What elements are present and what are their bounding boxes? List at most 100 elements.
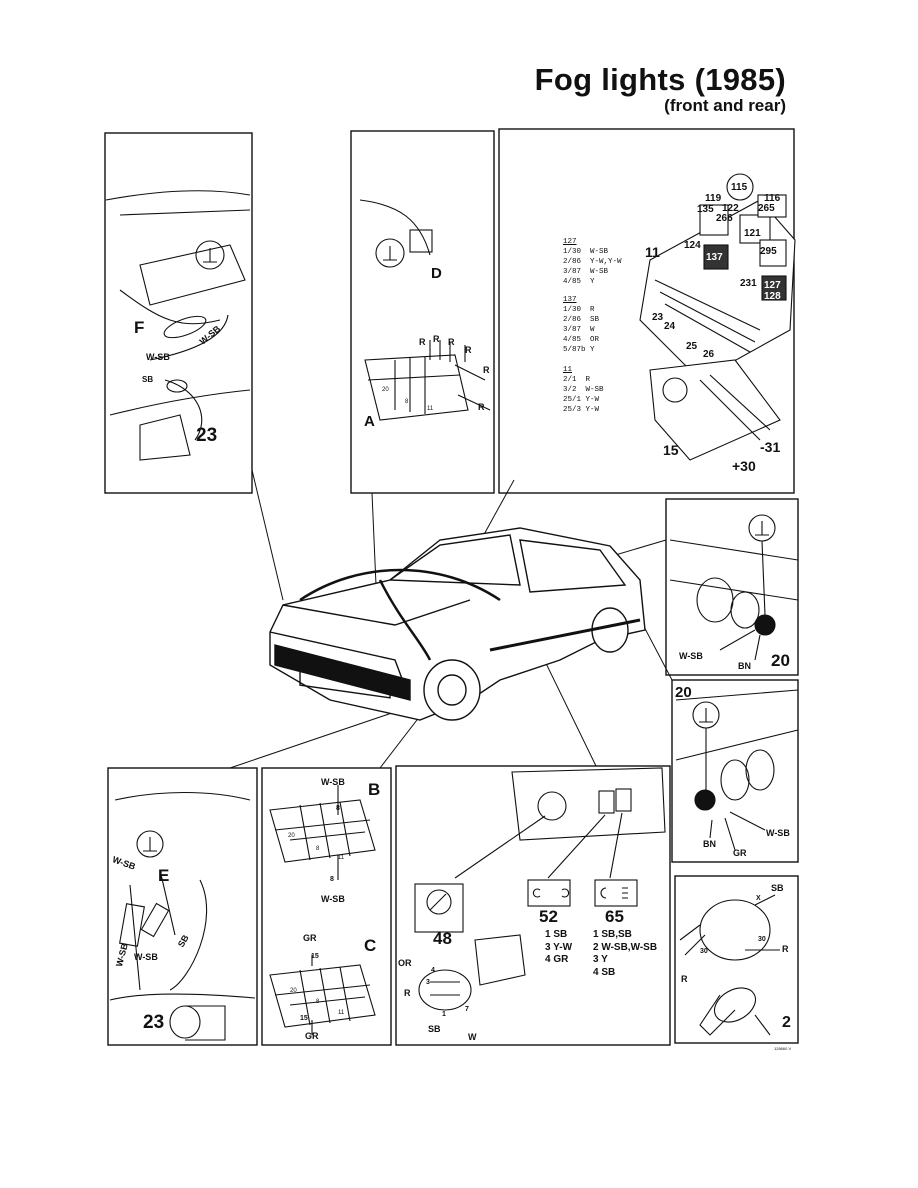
panel-right-lower — [671, 679, 799, 863]
wire-gr-c-bottom: GR — [305, 1031, 319, 1041]
num-128: 128 — [764, 291, 781, 302]
num-231: 231 — [740, 278, 757, 289]
relay-137-line: 3/87 W — [563, 326, 595, 334]
relay-127-line: 2/86 Y-W,Y-W — [563, 258, 622, 266]
part-23-bottom: 23 — [143, 1012, 165, 1033]
fuse-relay-box-sketch — [639, 173, 796, 461]
pin-15-c-bottom: 15 — [300, 1015, 308, 1022]
fog-lamp-connectors-sketch — [109, 791, 256, 1041]
num-122: 122 — [722, 203, 739, 214]
panel-bottom-right — [674, 875, 799, 1044]
fuse-11-pins: 11 2/1 R 3/2 W-SB 25/1 Y-W 25/3 Y-W — [563, 365, 604, 415]
panel-bottom-left — [107, 767, 258, 1046]
num-124: 124 — [684, 240, 701, 251]
num-25: 25 — [686, 341, 698, 352]
num-26: 26 — [703, 349, 715, 360]
panel-top-mid — [350, 130, 495, 494]
panel-top-right — [498, 128, 795, 494]
relay-137-line: 4/85 OR — [563, 336, 600, 344]
switch-52-pin: 1 SB — [545, 929, 568, 940]
callout-d: D — [431, 265, 442, 282]
callout-f: F — [134, 318, 145, 337]
num-11: 11 — [645, 244, 660, 260]
front-fog-wiring-sketch — [105, 190, 251, 461]
relay-137-id: 137 — [563, 296, 577, 304]
wire-sb-ign: SB — [771, 883, 784, 893]
wire-w-48: W — [468, 1032, 477, 1042]
pin-20-a: 20 — [382, 387, 389, 393]
ignition-switch-sketch — [679, 894, 780, 1036]
relay-137-line: 1/30 R — [563, 306, 595, 314]
wire-wsb-b-bottom: W-SB — [321, 894, 345, 904]
relay-127-line: 1/30 W-SB — [563, 248, 609, 256]
rear-fog-lamp-sketch — [669, 514, 799, 661]
page-title: Fog lights (1985) — [534, 62, 786, 97]
switch-48-number: 48 — [433, 929, 452, 948]
relay-plug-sketch — [359, 199, 491, 421]
wire-r-2: R — [433, 334, 440, 344]
pin-20-c: 20 — [290, 988, 297, 994]
relay-127-id: 127 — [563, 238, 577, 246]
switch-52-pins: 1 SB 3 Y-W 4 GR — [545, 929, 572, 967]
panel-bottom-mid — [395, 765, 671, 1046]
fuse-11-line: 2/1 R — [563, 376, 591, 384]
wire-r-6: R — [478, 402, 485, 412]
fuse-11-line: 25/3 Y-W — [563, 406, 600, 414]
pin-11-c: 11 — [338, 1010, 345, 1016]
pin-7-48: 7 — [465, 1006, 469, 1013]
switch-65-pins: 1 SB,SB 2 W-SB,W-SB 3 Y 4 SB — [593, 929, 657, 979]
fuse-11-line: 25/1 Y-W — [563, 396, 600, 404]
pin-11-a: 11 — [427, 406, 434, 412]
switch-65-pin: 3 Y — [593, 954, 608, 965]
wire-r-ign-1: R — [782, 944, 789, 954]
pin-8-a: 8 — [405, 399, 409, 405]
wire-r-ign-2: R — [681, 974, 688, 984]
fuse-11-id: 11 — [563, 366, 573, 374]
pin-11-b: 11 — [338, 855, 345, 861]
pin-1-48: 1 — [442, 1011, 446, 1018]
wire-bn-ru: BN — [738, 661, 751, 671]
num-plus30: +30 — [732, 458, 756, 474]
pin-x-ign: X — [756, 895, 761, 902]
pin-3-48: 3 — [426, 979, 430, 986]
num-119: 119 — [705, 193, 722, 204]
wire-or-48: OR — [398, 958, 412, 968]
relay-137-line: 2/86 SB — [563, 316, 600, 324]
switch-panel-sketch — [414, 767, 666, 1011]
num-23: 23 — [652, 312, 664, 323]
page-subtitle: (front and rear) — [664, 96, 786, 115]
wire-r-48: R — [404, 988, 411, 998]
num-266: 266 — [716, 213, 733, 224]
num-115: 115 — [731, 182, 748, 193]
wire-r-5: R — [483, 365, 490, 375]
num-265: 265 — [758, 203, 775, 214]
rear-fog-lamp-left-sketch — [675, 689, 799, 851]
relay-127-pins: 127 1/30 W-SB 2/86 Y-W,Y-W 3/87 W-SB 4/8… — [563, 237, 622, 287]
callout-a: A — [364, 413, 375, 430]
pin-30-ign-1: 30 — [758, 936, 766, 943]
switch-65-number: 65 — [605, 907, 624, 926]
connector-c-sketch — [269, 955, 376, 1035]
part-20-rl: 20 — [675, 684, 692, 701]
num-15: 15 — [663, 442, 679, 458]
pin-4-48: 4 — [431, 967, 435, 974]
switch-65-pin: 2 W-SB,W-SB — [593, 941, 658, 953]
wire-wsb-b-top: W-SB — [321, 777, 345, 787]
switch-52-pin: 3 Y-W — [545, 941, 573, 953]
wire-gr-c-top: GR — [303, 933, 317, 943]
car-illustration — [269, 527, 646, 721]
num-127: 127 — [764, 280, 781, 291]
num-116: 116 — [764, 193, 781, 204]
wire-wsb-bl-3: W-SB — [134, 952, 158, 962]
pin-8-c: 8 — [316, 999, 320, 1005]
fuse-11-line: 3/2 W-SB — [563, 386, 604, 394]
part-23-top: 23 — [196, 425, 218, 446]
wire-bn-rl: BN — [703, 839, 716, 849]
switch-65-pin: 4 SB — [593, 966, 616, 978]
pin-30-ign-2: 30 — [700, 948, 708, 955]
switch-52-pin: 4 GR — [545, 954, 569, 965]
callout-c: C — [364, 936, 377, 955]
pin-15-c-top: 15 — [311, 953, 319, 960]
wire-label-wsb-1: W-SB — [146, 352, 170, 362]
switch-52-number: 52 — [539, 907, 558, 926]
